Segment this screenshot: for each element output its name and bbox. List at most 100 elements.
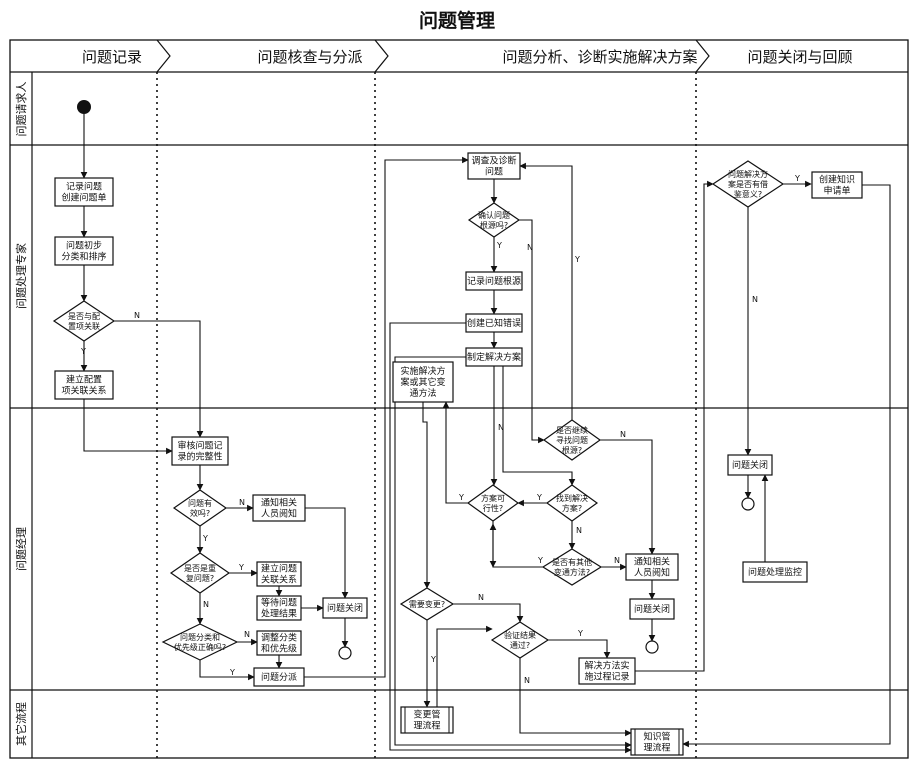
svg-text:问题分派: 问题分派: [261, 671, 297, 683]
end-event-3: [741, 497, 755, 511]
svg-text:人员阅知: 人员阅知: [634, 567, 670, 579]
branch-label-15: Y: [458, 493, 464, 502]
node-close3: 问题关闭: [727, 454, 773, 476]
connector-50: [394, 356, 632, 749]
phase-title-analysis: 问题分析、诊断实施解决方案: [502, 48, 697, 66]
branch-label-5: Y: [238, 563, 244, 572]
svg-text:变通方法?: 变通方法?: [554, 567, 590, 577]
svg-text:置项关联: 置项关联: [68, 321, 100, 331]
branch-label-6: N: [203, 600, 209, 609]
svg-text:寻找问题: 寻找问题: [556, 435, 588, 445]
svg-text:创建问题单: 创建问题单: [61, 192, 106, 204]
connector-18: [199, 660, 255, 681]
svg-text:申请单: 申请单: [823, 185, 850, 197]
svg-text:方案?: 方案?: [562, 503, 582, 513]
node-monitor: 问题处理监控: [742, 561, 808, 583]
phase-chevron-2: [374, 39, 389, 73]
branch-label-12: N: [620, 430, 626, 439]
branch-label-17: Y: [537, 556, 543, 565]
phase-title-record: 问题记录: [82, 48, 142, 66]
branch-label-19: N: [478, 593, 484, 602]
svg-text:复问题?: 复问题?: [186, 573, 214, 583]
svg-text:方案可: 方案可: [481, 493, 505, 503]
phase-title-close: 问题关闭与回顾: [747, 48, 852, 66]
branch-label-22: N: [524, 676, 530, 685]
connector-34: [489, 523, 543, 568]
svg-text:解决方法实: 解决方法实: [584, 660, 629, 672]
branch-label-9: Y: [496, 241, 502, 250]
connector-28: [502, 366, 576, 486]
svg-text:问题有: 问题有: [188, 498, 212, 508]
phase-chevron-3: [695, 39, 710, 73]
svg-text:通方法: 通方法: [409, 387, 436, 399]
node-plan: 制定解决方案: [465, 347, 523, 367]
connector-42: [436, 625, 493, 707]
svg-text:项关联关系: 项关联关系: [61, 385, 106, 397]
svg-text:根源吗?: 根源吗?: [480, 220, 508, 230]
svg-text:录的完整性: 录的完整性: [177, 451, 222, 463]
svg-text:案或其它变: 案或其它变: [400, 376, 445, 388]
svg-text:是否是重: 是否是重: [184, 563, 216, 573]
svg-text:通过?: 通过?: [510, 640, 530, 650]
diagram-frame: [9, 39, 909, 759]
connector-5: [114, 320, 204, 438]
svg-text:根源?: 根源?: [562, 445, 582, 455]
svg-text:通知相关: 通知相关: [261, 497, 297, 509]
svg-text:知识管: 知识管: [643, 731, 670, 743]
svg-text:问题分类和: 问题分类和: [180, 632, 220, 642]
svg-text:理流程: 理流程: [643, 742, 670, 754]
connector-41: [519, 658, 632, 737]
connector-24: [519, 219, 545, 444]
svg-text:建立配置: 建立配置: [66, 374, 102, 386]
svg-text:实施解决方: 实施解决方: [400, 365, 445, 377]
branch-label-4: Y: [202, 534, 208, 543]
branch-label-23: Y: [794, 174, 800, 183]
connector-37: [422, 402, 431, 589]
branch-label-2: Y: [80, 347, 86, 356]
node-record-root: 记录问题根源: [465, 271, 523, 291]
node-dispatch: 问题分派: [253, 667, 305, 687]
node-close2: 问题关闭: [629, 598, 675, 620]
svg-text:是否与配: 是否与配: [68, 312, 100, 321]
svg-text:需要变更?: 需要变更?: [409, 599, 445, 609]
svg-text:分类和排序: 分类和排序: [61, 251, 106, 263]
svg-text:效吗?: 效吗?: [190, 508, 210, 518]
svg-text:创建已知错误: 创建已知错误: [467, 317, 521, 329]
branch-label-21: Y: [577, 629, 583, 638]
phase-title-review: 问题核查与分派: [257, 48, 362, 66]
branch-label-7: N: [244, 630, 250, 639]
branch-label-16: N: [576, 526, 582, 535]
connector-38: [453, 603, 524, 623]
connector-40: [548, 639, 611, 659]
svg-text:问题解决方: 问题解决方: [728, 169, 768, 179]
connector-49: [389, 322, 632, 754]
svg-text:问题关闭: 问题关闭: [732, 459, 768, 471]
svg-text:案是否有借: 案是否有借: [728, 179, 768, 189]
svg-text:问题关闭: 问题关闭: [634, 603, 670, 615]
svg-text:问题处理监控: 问题处理监控: [748, 566, 802, 578]
connector-43: [635, 180, 714, 672]
svg-text:优先级正确吗?: 优先级正确吗?: [174, 642, 226, 652]
svg-text:是否继续: 是否继续: [556, 425, 588, 435]
svg-text:审核问题记: 审核问题记: [177, 440, 222, 452]
svg-text:制定解决方案: 制定解决方案: [467, 351, 521, 363]
